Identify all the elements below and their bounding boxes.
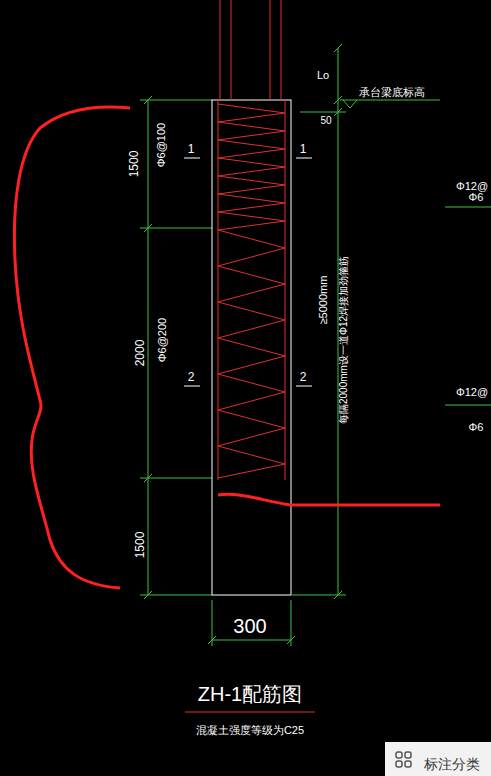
dimension-lines (140, 44, 491, 646)
pile-outline (212, 100, 291, 595)
spiral-stirrup (218, 104, 285, 478)
rebar-spec: Φ12@ (456, 181, 488, 192)
dimension-text: Lo (317, 70, 329, 81)
dimension-text: 300 (233, 616, 266, 636)
section-mark: 1 (300, 143, 307, 155)
drawing-title: ZH-1配筋图 (198, 684, 302, 704)
red-markup-bracket (14, 107, 130, 588)
panel-label: 标注分类 (424, 757, 480, 771)
dimension-text: ≥5000mm (318, 276, 329, 325)
dimension-text: 2000 (134, 340, 146, 367)
dimension-text: 1500 (134, 532, 146, 559)
dimension-text: 50 (320, 116, 331, 126)
drawing-caption: 混凝土强度等级为C25 (196, 725, 304, 736)
rebar-spec: Φ6 (469, 422, 484, 433)
red-markup-line (218, 494, 440, 505)
level-label: 承台梁底标高 (359, 87, 425, 98)
note-text: 每隔2000mm设一道Φ12焊接加劲箍筋 (339, 256, 349, 424)
label-panel (385, 742, 491, 776)
rebar-spec: Φ6 (469, 192, 484, 203)
panel-icon (396, 752, 411, 767)
rebar-spec: Φ12@ (456, 387, 488, 398)
section-mark: 2 (300, 371, 307, 383)
rebar-spec: Φ6@200 (157, 318, 168, 362)
section-mark: 2 (188, 371, 195, 383)
section-mark: 1 (188, 143, 195, 155)
main-rebars (218, 0, 285, 480)
rebar-spec: Φ6@100 (156, 123, 167, 167)
title-underline (185, 712, 315, 713)
dimension-text: 1500 (128, 151, 140, 178)
section-marks (184, 158, 312, 386)
